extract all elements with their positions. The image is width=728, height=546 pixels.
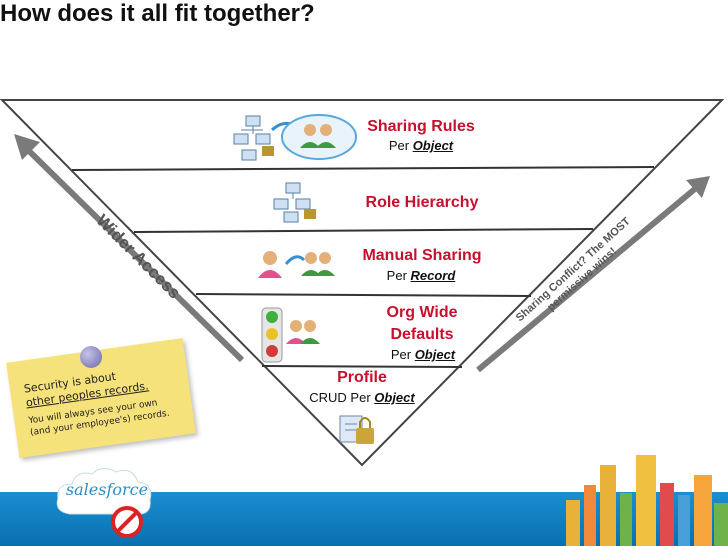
user-to-users-icon xyxy=(258,251,335,278)
salesforce-logo-text: salesforce xyxy=(65,480,149,499)
layer-divider xyxy=(133,228,594,233)
sharing-conflict-arrowhead xyxy=(686,176,710,198)
sharing-rules-subtitle: Per Object xyxy=(388,138,454,153)
no-software-icon xyxy=(111,506,143,538)
layer-divider xyxy=(261,365,463,368)
layer-divider xyxy=(71,166,655,171)
profile-title: Profile xyxy=(337,369,387,386)
profile-subtitle: CRUD Per Object xyxy=(309,390,415,405)
salesforce-cloud-logo xyxy=(56,468,152,515)
manual-sharing-subtitle: Per Record xyxy=(386,268,456,283)
sharing-rules-title: Sharing Rules xyxy=(367,118,475,135)
manual-sharing-title: Manual Sharing xyxy=(362,247,482,264)
people-group-icon xyxy=(286,320,320,344)
org-wide-defaults-title-line1: Org Wide xyxy=(386,304,458,321)
layer-divider xyxy=(195,293,532,297)
wider-access-arrowhead xyxy=(14,134,40,160)
hierarchy-lock-icon xyxy=(233,115,274,161)
people-icon xyxy=(300,124,336,148)
org-wide-defaults-subtitle: Per Object xyxy=(390,347,456,362)
clipboard-lock-icon xyxy=(339,415,374,444)
city-skyline-illustration xyxy=(566,455,728,546)
org-wide-defaults-title-line2: Defaults xyxy=(390,326,454,343)
pushpin-icon xyxy=(80,346,102,368)
status-lights-icon xyxy=(261,307,283,363)
people-bubble-icon xyxy=(281,114,357,160)
role-hierarchy-icon xyxy=(273,182,316,223)
role-hierarchy-title: Role Hierarchy xyxy=(365,194,479,211)
slide-title: How does it all fit together? xyxy=(0,0,315,27)
funnel-outline xyxy=(0,99,725,467)
wider-access-arrow xyxy=(23,145,245,363)
sharing-conflict-arrow xyxy=(476,185,698,373)
